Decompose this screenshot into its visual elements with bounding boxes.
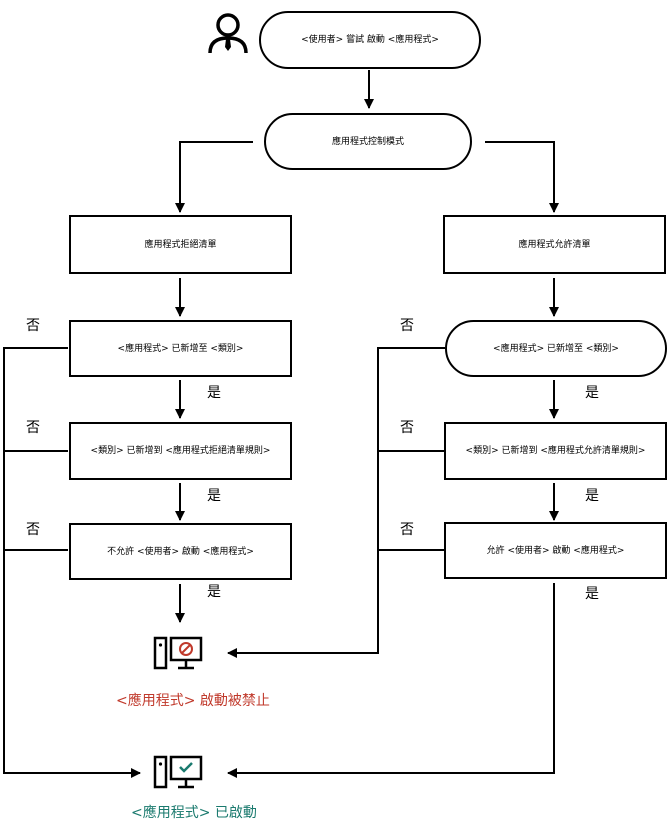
label-yes: 是 <box>585 586 599 602</box>
node-deny-category-added-to-rule: <類別> 已新增到 <應用程式拒絕清單規則> <box>69 422 292 480</box>
outcome-blocked-text: <應用程式> 啟動被禁止 <box>116 693 270 709</box>
label-no: 否 <box>400 420 414 436</box>
node-deny-app-added-to-category: <應用程式> 已新增至 <類別> <box>69 320 292 377</box>
label-yes: 是 <box>207 488 221 504</box>
node-user-attempts-start: <使用者> 嘗試 啟動 <應用程式> <box>259 11 481 69</box>
label-yes: 是 <box>207 584 221 600</box>
label-yes: 是 <box>207 385 221 401</box>
node-allow-app-added-to-category: <應用程式> 已新增至 <類別> <box>445 320 667 377</box>
label-yes: 是 <box>585 385 599 401</box>
outcome-started-text: <應用程式> 已啟動 <box>131 805 257 821</box>
arrow-mode-to-allowlist <box>485 141 559 213</box>
computer-allowed-icon <box>153 755 203 789</box>
arrow-allow-start-to-started <box>227 583 555 778</box>
label-yes: 是 <box>585 488 599 504</box>
node-allow-category-added-to-rule: <類別> 已新增到 <應用程式允許清單規則> <box>444 422 667 480</box>
line-allow-no-bus <box>227 347 445 658</box>
node-denylist: 應用程式拒絕清單 <box>69 215 292 274</box>
label-no: 否 <box>400 522 414 538</box>
label-no: 否 <box>26 318 40 334</box>
computer-blocked-icon <box>153 636 203 670</box>
label-no: 否 <box>26 522 40 538</box>
user-icon <box>208 13 248 54</box>
label-no: 否 <box>400 318 414 334</box>
node-allow-start: 允許 <使用者> 啟動 <應用程式> <box>444 522 667 579</box>
line-deny-no-bus <box>3 347 141 778</box>
arrow-mode-to-denylist <box>175 141 253 213</box>
node-deny-block-start: 不允許 <使用者> 啟動 <應用程式> <box>69 523 292 580</box>
node-app-control-mode: 應用程式控制模式 <box>264 113 472 170</box>
node-allowlist: 應用程式允許清單 <box>443 215 666 274</box>
label-no: 否 <box>26 420 40 436</box>
